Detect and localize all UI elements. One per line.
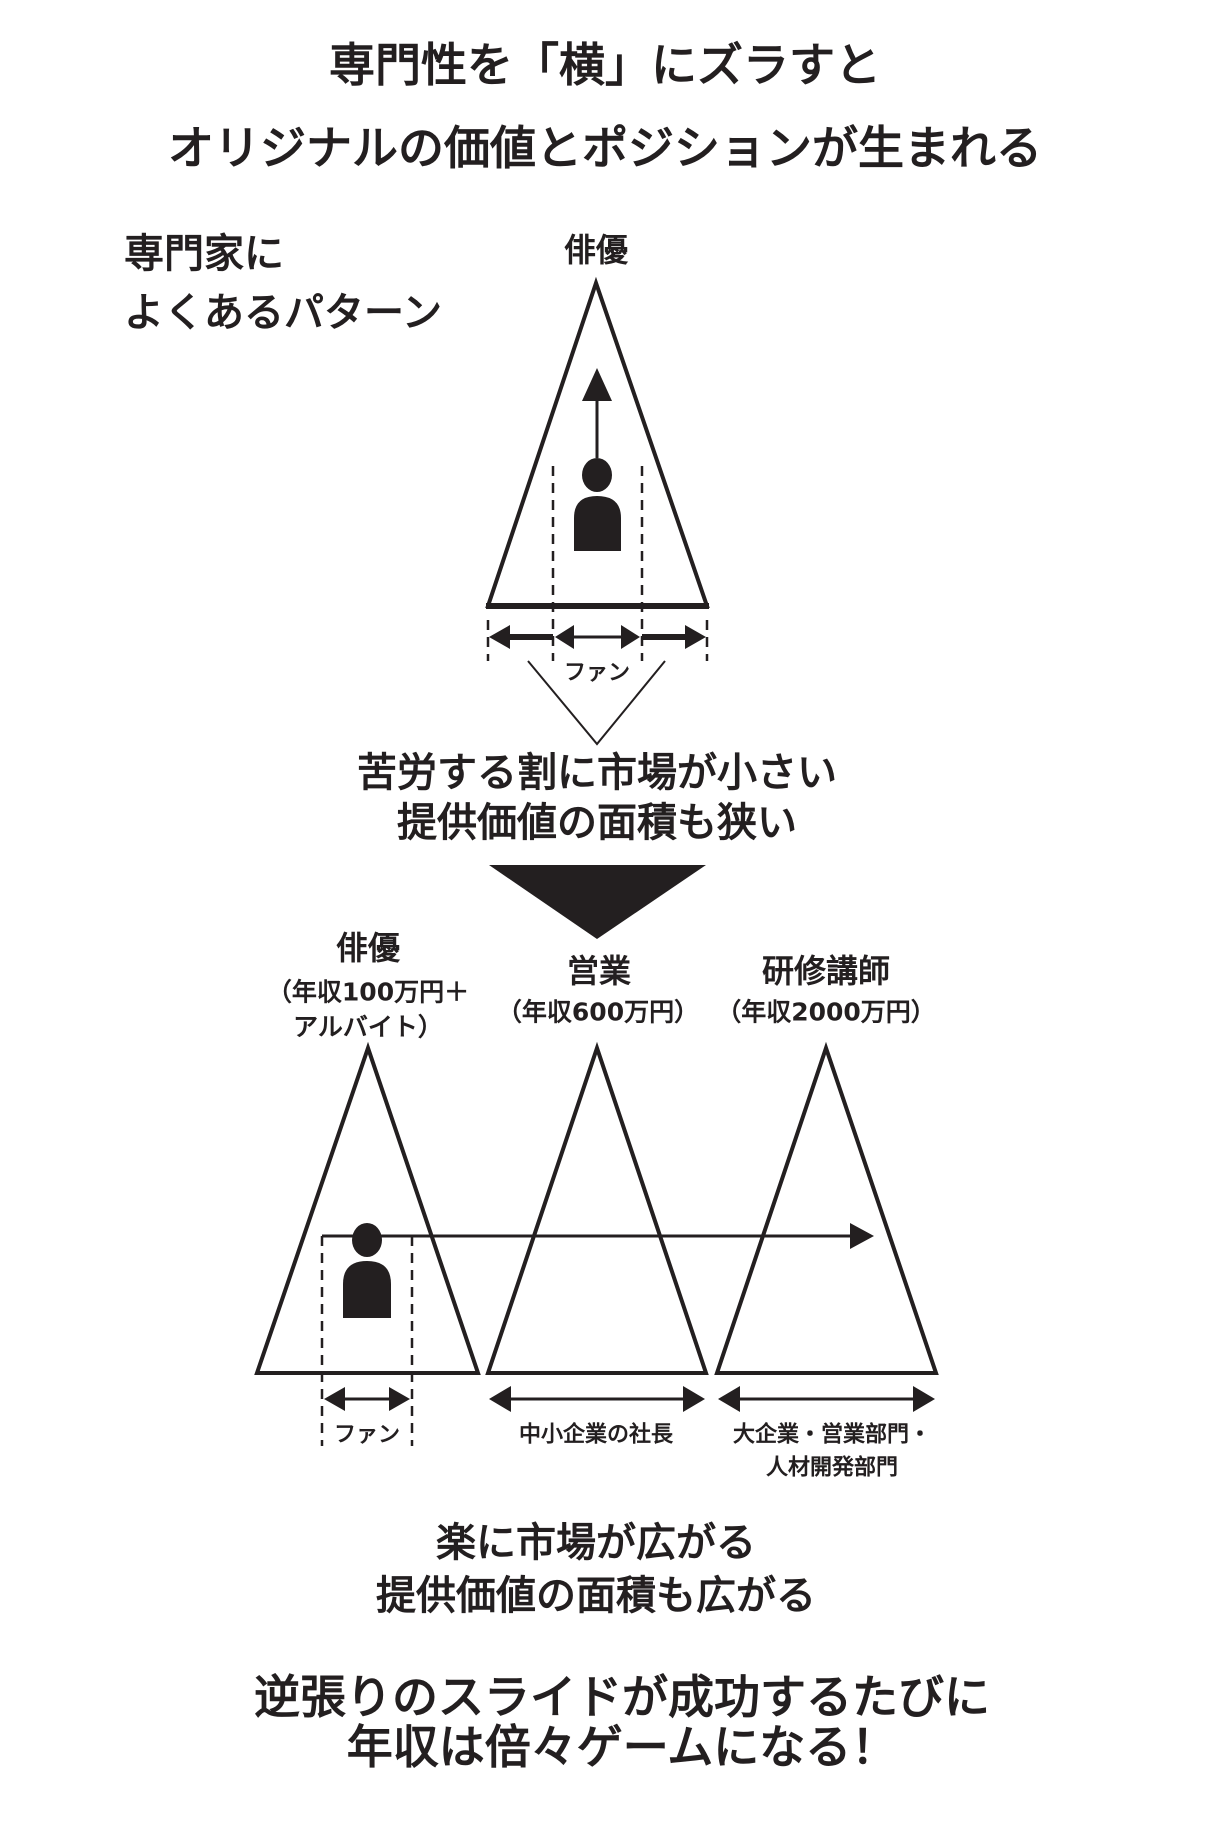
footer-line1: 逆張りのスライドが成功するたびに bbox=[254, 1670, 990, 1724]
arrow-left-icon bbox=[489, 625, 553, 649]
top-conclusion-line2: 提供価値の面積も狭い bbox=[397, 800, 797, 846]
triangle-1-label: 俳優 bbox=[336, 929, 401, 967]
triangle-2 bbox=[485, 1041, 709, 1375]
person-icon bbox=[343, 1223, 391, 1318]
triangle-3-label: 研修講師 bbox=[762, 952, 890, 990]
triangle-3-market-label-line2: 人材開発部門 bbox=[766, 1455, 898, 1481]
pattern-label-line2: よくあるパターン bbox=[124, 290, 442, 336]
triangle-2-label: 営業 bbox=[567, 952, 631, 990]
person-icon bbox=[574, 458, 621, 551]
title-line1: 専門性を「横」にズラすと bbox=[329, 38, 881, 92]
triangle-1-market-label: ファン bbox=[334, 1423, 400, 1448]
triangle-3 bbox=[714, 1041, 939, 1375]
bottom-conclusion-line1: 楽に市場が広がる bbox=[436, 1520, 756, 1566]
arrow-right-icon bbox=[642, 625, 706, 649]
triangle-1-income-line2: アルバイト） bbox=[293, 1013, 443, 1042]
triangle-2-income: （年収600万円） bbox=[497, 998, 699, 1027]
bottom-conclusion-line2: 提供価値の面積も広がる bbox=[376, 1573, 816, 1619]
top-fan-label: ファン bbox=[564, 661, 630, 686]
triangle-3-income: （年収2000万円） bbox=[716, 998, 936, 1027]
triangle-3-market-label-line1: 大企業・営業部門・ bbox=[733, 1422, 931, 1448]
fan-double-arrow-icon bbox=[324, 1387, 410, 1411]
triangle-2-market-label: 中小企業の社長 bbox=[519, 1422, 674, 1448]
pattern-label-line1: 専門家に bbox=[124, 231, 284, 277]
arrow-up-icon bbox=[582, 368, 612, 458]
down-triangle-icon bbox=[489, 865, 706, 939]
v-pointer bbox=[527, 660, 666, 746]
top-triangle-label: 俳優 bbox=[564, 231, 629, 269]
fan-double-arrow-icon bbox=[555, 625, 640, 649]
top-section: 専門家に よくあるパターン 俳優 ファン bbox=[124, 231, 837, 846]
market-3-double-arrow-icon bbox=[718, 1386, 935, 1412]
bottom-section: 俳優 （年収100万円＋ アルバイト） 営業 （年収600万円） 研修講師 （年… bbox=[254, 929, 939, 1619]
market-2-double-arrow-icon bbox=[489, 1386, 705, 1412]
title-line2: オリジナルの価値とポジションが生まれる bbox=[168, 121, 1042, 175]
top-conclusion-line1: 苦労する割に市場が小さい bbox=[357, 750, 837, 796]
footer-line2: 年収は倍々ゲームになる！ bbox=[347, 1720, 898, 1774]
slide-arrow-right-icon bbox=[322, 1223, 874, 1249]
triangle-1 bbox=[254, 1041, 481, 1375]
triangle-1-income-line1: （年収100万円＋ bbox=[267, 978, 469, 1007]
